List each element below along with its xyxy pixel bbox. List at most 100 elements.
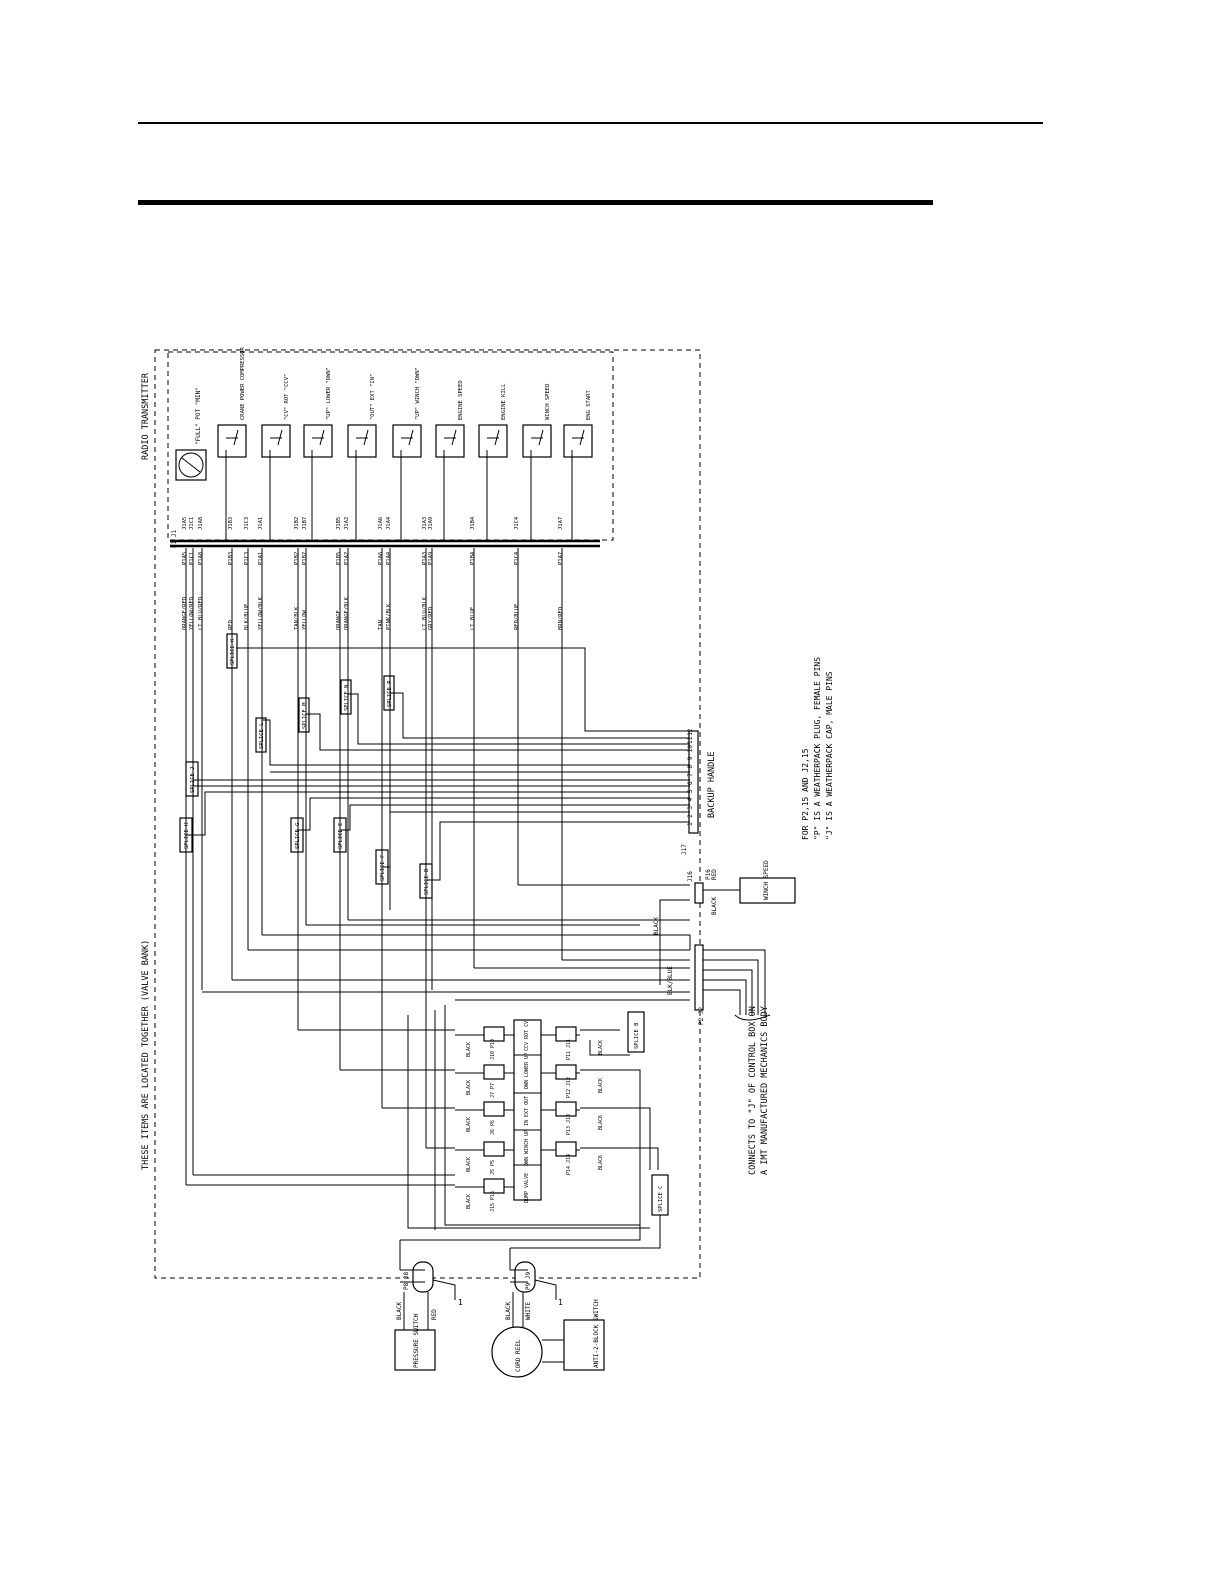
black-tag-3: BLACK [396,1302,403,1320]
backup-pin-5: 5 [687,789,694,793]
valve-black-tag: BLACK [598,1078,604,1093]
wire-color-label: YELLOW/BLK [258,596,264,630]
wire-pin-label: P1B5 [336,552,342,565]
wire-jpin-label: J1C4 [514,516,520,530]
wire-jpin-label: J1C1 [189,517,195,530]
wire-pin-label: P1C3 [244,552,250,565]
wire-pin-label: P1C1 [189,552,195,565]
valve-name: CCV ROT CV [524,1021,530,1051]
splice-box: SPLICE L [255,717,267,753]
winch-speed-box [739,877,796,904]
switch-label: WINCH SPEED [545,384,551,420]
backup-pin-1: 1 [687,822,694,826]
wire-color-label: GRY/RED [428,607,434,630]
valve-black-tag: BLACK [598,1040,604,1055]
wire-pin-label: P1A6 [378,552,384,565]
pot-full-min: "FULL" POT "MIN" [175,387,207,481]
p1-wire: BLK/BLUE P1C3 J1C3 [244,517,250,630]
switch-label: ENGINE KILL [501,383,507,420]
pressure-switch-label: PRESSURE SWITCH [413,1313,420,1368]
black-tag-1: BLACK [653,917,660,935]
wire-jpin-label: J1B4 [470,516,476,530]
splice-label: SPLICE N [344,685,350,712]
j17-label: J17 [681,844,688,855]
wire-color-label: LT.BLU/RED [198,597,204,630]
p9-j9-connector: P9 J9 1 BLACK WHITE CORD REEL ANTI-2-BLO… [491,1261,605,1378]
splice-box: SPLICE B [627,1011,645,1053]
valve-right-conn: P11 J11 [566,1039,572,1060]
backup-pin-11: 11 [687,736,694,744]
backup-pin-10: 10 [687,745,694,753]
valve-left-conn: J5 P5 [490,1160,496,1175]
splice-label: SPLICE B [634,1022,640,1049]
wire-pin-label: P1A9 [428,552,434,565]
splice-box: SPLICE G [290,817,304,853]
red-tag: RED [711,869,718,880]
wire-jpin-label: J1A1 [258,517,264,530]
valve-bank-note: THESE ITEMS ARE LOCATED TOGETHER (VALVE … [141,940,151,1170]
switch-8: WINCH SPEED [522,384,552,541]
switch-label: ENG START [586,390,592,420]
wire-jpin-label: J1A3 [422,517,428,530]
splice-box: SPLICE M [298,697,310,733]
backup-pin-7: 7 [687,773,694,777]
valve-black-tag: BLACK [598,1155,604,1170]
connects-to-1: CONNECTS TO "J" OF CONTROL BOX ON [748,1006,758,1175]
valve-name: IN EXT OUT [524,1096,530,1126]
wire-color-label: BLK/BLUE [244,604,250,631]
wire-color-label: LT.BLU/BLK [422,596,428,630]
p2-j2-connector: P2 J2 BLK/BLUE BLACK [653,917,771,1025]
switch-9: ENG START [563,390,593,541]
switch-5: "UP" WINCH "DWN" [392,367,422,541]
wire-color-label: LT.BLUE [470,607,476,630]
j16-p16-connector: J16 P16 RED BLACK WINCH SPEED [687,860,796,915]
wire-jpin-label: J1A8 [198,517,204,530]
p1-j1-connector: P1 J1 [170,530,600,548]
wire-jpin-label: J1C3 [244,517,250,530]
wire-jpin-label: J1A5 [182,517,188,530]
j16-label: J16 [687,871,694,882]
routing-lines [186,884,691,1270]
switch-label: "OUT" EXT "IN" [370,374,376,420]
valve-block [513,1019,542,1201]
wire-jpin-label: J1B5 [336,517,342,530]
wire-jpin-label: J1B2 [294,517,300,530]
header-rule-thick [138,200,933,205]
p2-wire-tag-blkblue: BLK/BLUE [667,966,674,995]
wire-jpin-label: J1A7 [558,517,564,530]
anti-2-block-label: ANTI-2-BLOCK SWITCH [593,1299,600,1368]
splice-label: SPLICE D [424,869,430,896]
wire-pin-label: P1A5 [182,552,188,565]
switch-label: ENGINE SPEED [458,380,464,420]
cord-reel-label: CORD REEL [515,1339,522,1372]
wire-pin-label: P1A8 [198,552,204,565]
valve-name: DWN WINCH UP [524,1130,530,1166]
radio-transmitter-label: RADIO TRANSMITTER [141,372,151,460]
backup-pin-2: 2 [687,814,694,818]
harness-lines [185,647,690,881]
backup-handle-connector: BACKUP HANDLE J17 [681,730,717,855]
backup-pin-8: 8 [687,765,694,769]
wire-jpin-label: J1A9 [428,517,434,530]
switch-2: "CV" ROT "CCV" [261,374,291,541]
wire-color-label: BRN/RED [558,607,564,630]
wire-color-label: YELLOW [302,609,308,630]
valve-name: DUMP VALVE [524,1173,530,1203]
p1-wire: GRY/RED P1A9 J1A9 [428,517,434,630]
valve-black-tag: BLACK [466,1117,472,1132]
wire-pin-label: P1B7 [302,552,308,565]
wire-pin-label: P1C4 [514,551,520,565]
winch-speed-box-label: WINCH SPEED [763,860,770,900]
splice-label: SPLICE H [184,823,190,850]
valve-black-tag: BLACK [598,1115,604,1130]
callout-1a: 1 [458,1298,463,1307]
valve-right-conn: P13 J13 [566,1114,572,1135]
